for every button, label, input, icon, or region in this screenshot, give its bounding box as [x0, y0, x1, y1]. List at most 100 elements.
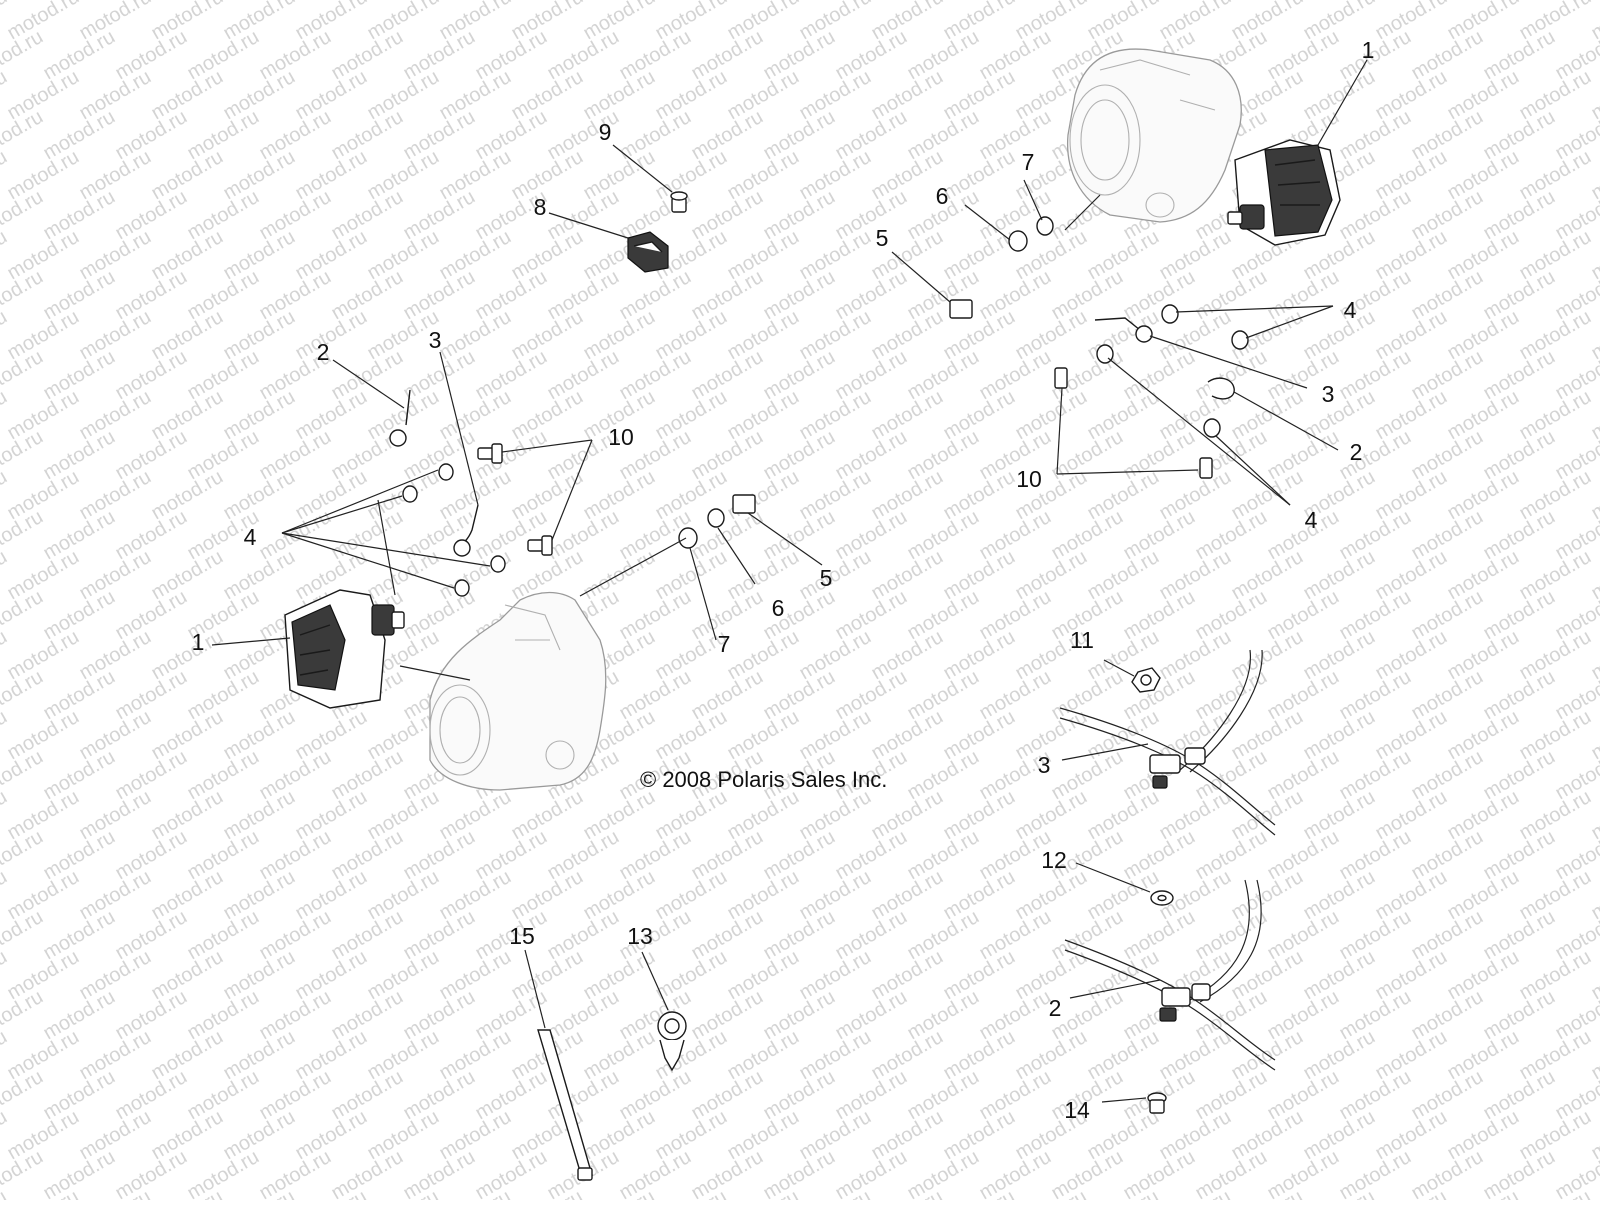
copyright-notice: © 2008 Polaris Sales Inc.: [640, 767, 887, 792]
watermark-text: motod.ru: [76, 626, 155, 685]
watermark-text: motod.ru: [256, 106, 335, 165]
watermark-text: motod.ru: [148, 546, 227, 605]
watermark-text: motod.ru: [148, 866, 227, 925]
watermark-text: motod.ru: [904, 826, 983, 885]
watermark-text: motod.ru: [688, 1146, 767, 1200]
watermark-text: motod.ru: [1336, 506, 1415, 565]
watermark-text: motod.ru: [724, 226, 803, 285]
watermark-text: motod.ru: [652, 66, 731, 125]
watermark-text: motod.ru: [40, 266, 119, 325]
watermark-text: motod.ru: [112, 746, 191, 805]
watermark-text: motod.ru: [292, 306, 371, 365]
watermark-text: motod.ru: [184, 1146, 263, 1200]
watermark-text: motod.ru: [1156, 626, 1235, 685]
watermark-text: motod.ru: [1156, 466, 1235, 525]
watermark-text: motod.ru: [76, 1026, 155, 1085]
watermark-text: motod.ru: [1480, 826, 1559, 885]
watermark-text: motod.ru: [1120, 586, 1199, 645]
watermark-text: motod.ru: [4, 306, 83, 365]
washer-12: [1151, 891, 1173, 905]
watermark-text: motod.ru: [1480, 666, 1559, 725]
watermark-text: motod.ru: [1264, 666, 1343, 725]
callout-5-left: 5: [820, 565, 833, 591]
watermark-text: motod.ru: [220, 386, 299, 445]
watermark-text: motod.ru: [1192, 506, 1271, 565]
watermark-text: motod.ru: [904, 906, 983, 965]
watermark-text: motod.ru: [400, 986, 479, 1045]
watermark-text: motod.ru: [868, 306, 947, 365]
watermark-text: motod.ru: [1480, 586, 1559, 645]
watermark-text: motod.ru: [184, 666, 263, 725]
clamp-2-right: [1208, 378, 1234, 399]
watermark-text: motod.ru: [436, 866, 515, 925]
watermark-text: motod.ru: [184, 186, 263, 245]
watermark-text: motod.ru: [292, 1026, 371, 1085]
watermark-text: motod.ru: [1336, 426, 1415, 485]
callout-6-left: 6: [772, 595, 785, 621]
watermark-text: motod.ru: [796, 386, 875, 445]
watermark-text: motod.ru: [1336, 346, 1415, 405]
watermark-text: motod.ru: [328, 826, 407, 885]
watermark-text: motod.ru: [0, 1066, 47, 1125]
watermark-text: motod.ru: [652, 386, 731, 445]
watermark-text: motod.ru: [940, 386, 1019, 445]
watermark-text: motod.ru: [904, 586, 983, 645]
watermark-text: motod.ru: [832, 826, 911, 885]
watermark-text: motod.ru: [112, 506, 191, 565]
callout-5-right: 5: [876, 225, 889, 251]
watermark-text: motod.ru: [616, 266, 695, 325]
watermark-text: motod.ru: [760, 986, 839, 1045]
watermark-text: motod.ru: [0, 826, 47, 885]
watermark-text: motod.ru: [1336, 1066, 1415, 1125]
watermark-text: motod.ru: [400, 1146, 479, 1200]
watermark-text: motod.ru: [1084, 786, 1163, 845]
watermark-text: motod.ru: [148, 66, 227, 125]
watermark-text: motod.ru: [976, 1066, 1055, 1125]
watermark-text: motod.ru: [832, 26, 911, 85]
watermark-text: motod.ru: [184, 986, 263, 1045]
watermark-text: motod.ru: [868, 786, 947, 845]
watermark-text: motod.ru: [1120, 1146, 1199, 1200]
watermark-text: motod.ru: [400, 186, 479, 245]
watermark-text: motod.ru: [40, 906, 119, 965]
watermark-text: motod.ru: [4, 866, 83, 925]
watermark-text: motod.ru: [616, 1146, 695, 1200]
callout-4-left: 4: [244, 524, 257, 550]
watermark-text: motod.ru: [1444, 386, 1523, 445]
watermark-text: motod.ru: [40, 186, 119, 245]
watermark-text: motod.ru: [1264, 986, 1343, 1045]
watermark-text: motod.ru: [652, 146, 731, 205]
watermark-text: motod.ru: [292, 226, 371, 285]
watermark-text: motod.ru: [1264, 1066, 1343, 1125]
watermark-text: motod.ru: [1264, 506, 1343, 565]
watermark-text: motod.ru: [1408, 346, 1487, 405]
callout-4-right-top: 4: [1344, 297, 1357, 323]
watermark-text: motod.ru: [112, 826, 191, 885]
watermark-text: motod.ru: [0, 1146, 47, 1200]
watermark-text: motod.ru: [1228, 866, 1307, 925]
watermark-text: motod.ru: [904, 1066, 983, 1125]
callout-10-right: 10: [1016, 466, 1042, 492]
watermark-text: motod.ru: [472, 826, 551, 885]
watermark-text: motod.ru: [40, 346, 119, 405]
watermark-text: motod.ru: [472, 266, 551, 325]
watermark-text: motod.ru: [76, 306, 155, 365]
watermark-text: motod.ru: [4, 386, 83, 445]
watermark-text: motod.ru: [1516, 466, 1595, 525]
watermark-text: motod.ru: [400, 906, 479, 965]
watermark-text: motod.ru: [1516, 546, 1595, 605]
watermark-text: motod.ru: [832, 266, 911, 325]
watermark-text: motod.ru: [796, 466, 875, 525]
watermark-text: motod.ru: [724, 386, 803, 445]
watermark-text: motod.ru: [76, 546, 155, 605]
watermark-text: motod.ru: [0, 906, 47, 965]
watermark-text: motod.ru: [1264, 746, 1343, 805]
watermark-text: motod.ru: [904, 346, 983, 405]
watermark-text: motod.ru: [256, 1146, 335, 1200]
watermark-text: motod.ru: [616, 1066, 695, 1125]
watermark-text: motod.ru: [760, 1066, 839, 1125]
watermark-text: motod.ru: [436, 146, 515, 205]
